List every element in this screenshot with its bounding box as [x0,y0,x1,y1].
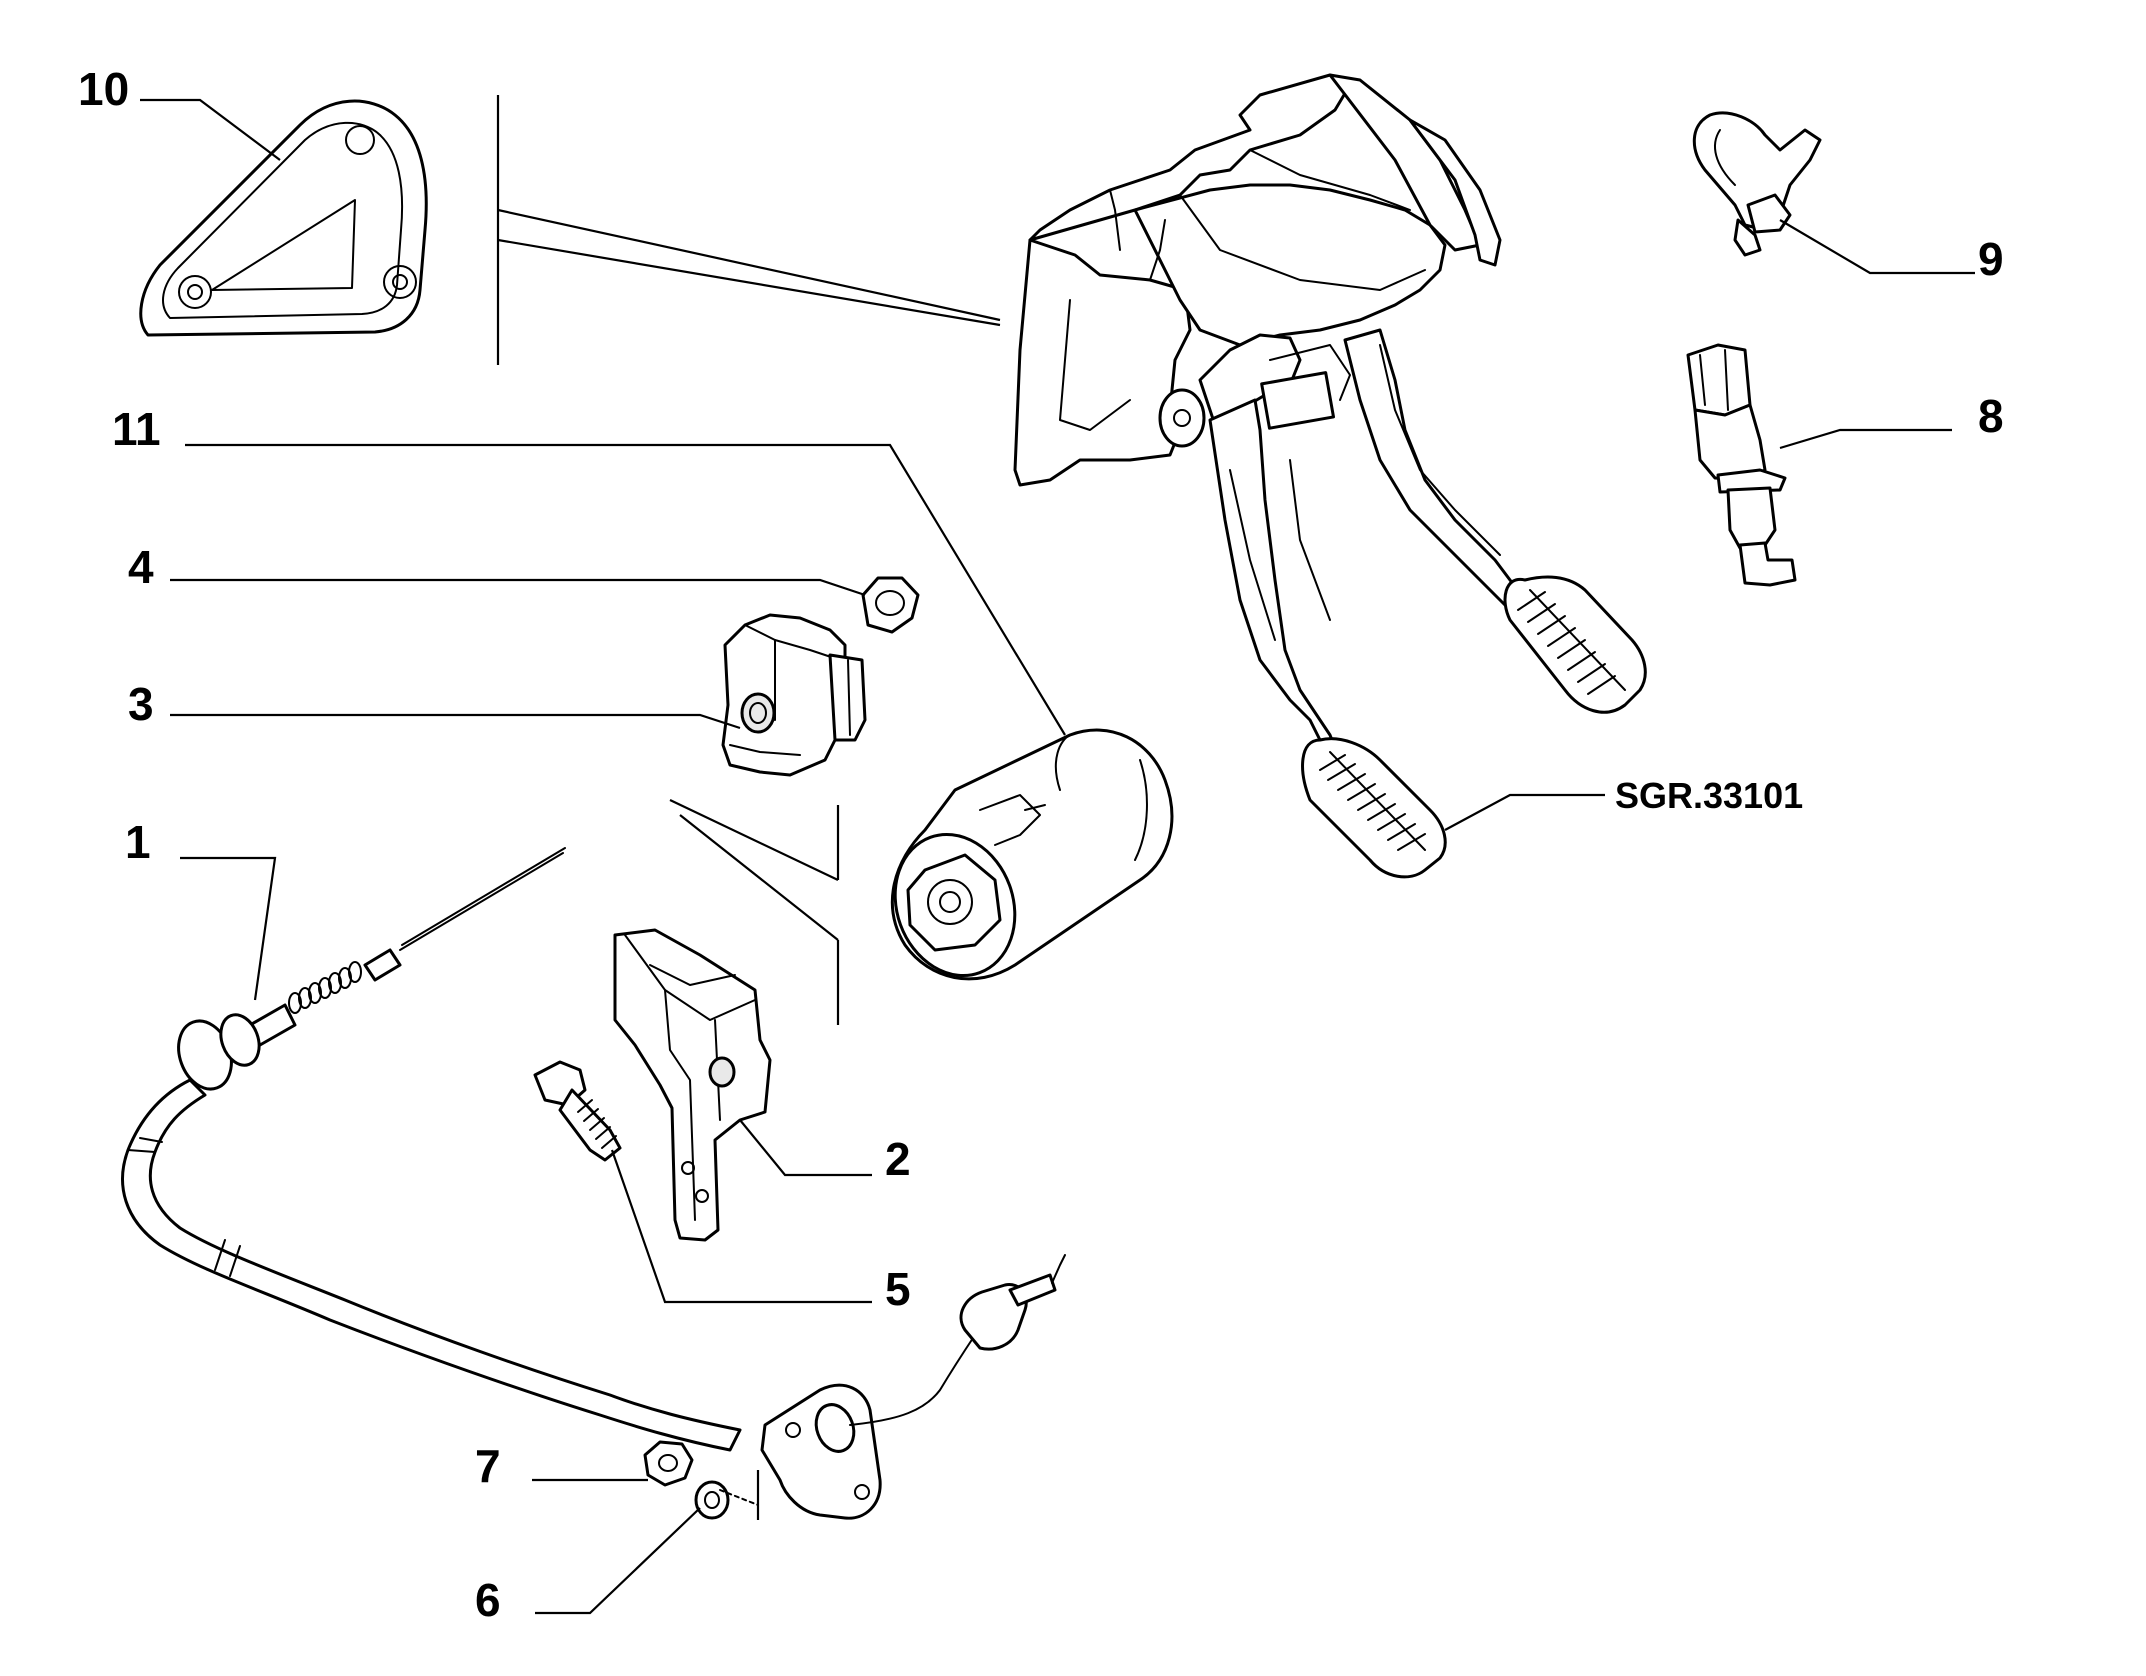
callout-10: 10 [78,63,129,115]
pedal-box-assembly[interactable] [1013,73,1647,879]
part-7-nut[interactable] [643,1440,694,1487]
leader-lines [140,98,1975,1615]
callout-9: 9 [1978,233,2004,285]
callout-1: 1 [125,816,151,868]
part-1-clutch-cable[interactable] [121,847,1066,1520]
callout-8: 8 [1978,390,2004,442]
part-4-nut[interactable] [861,576,920,634]
part-8-switch[interactable] [1686,343,1797,587]
part-3-bushing[interactable] [721,613,867,777]
assembly-bracket-top [496,95,1001,365]
part-2-bracket[interactable] [613,928,772,1242]
callout-4: 4 [128,541,154,593]
callout-2: 2 [885,1133,911,1185]
callout-7: 7 [475,1440,501,1492]
part-6-washer[interactable] [694,1470,760,1520]
part-9-clip[interactable] [1692,111,1822,257]
callout-5: 5 [885,1263,911,1315]
callout-6: 6 [475,1574,501,1626]
callout-11: 11 [112,403,161,455]
callout-3: 3 [128,678,154,730]
part-10-gasket[interactable] [139,99,428,337]
part-11-damper[interactable] [876,728,1174,992]
reference-leader [1444,793,1605,831]
assembly-bracket-mid [669,799,840,1025]
reference-code: SGR.33101 [1615,775,1803,816]
part-5-bolt[interactable] [533,1060,622,1162]
